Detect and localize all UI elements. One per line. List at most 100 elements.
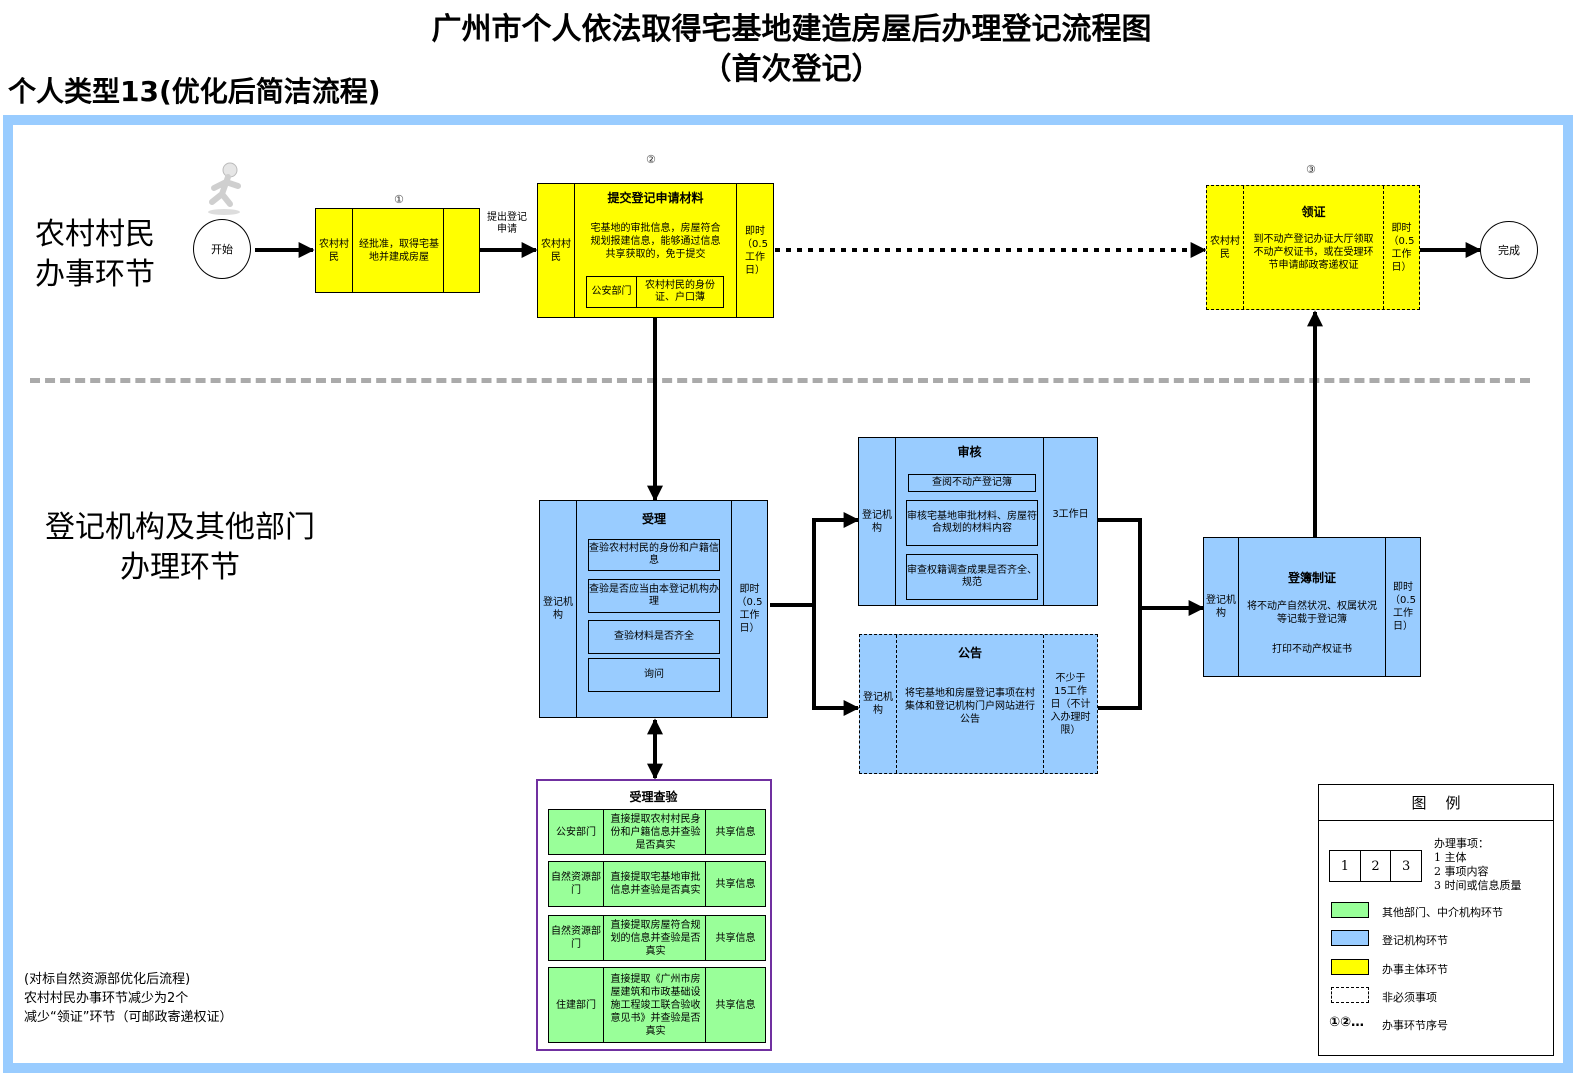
register-content2: 打印不动产权证书 <box>1272 644 1352 655</box>
accept-subject: 登记机构 <box>540 501 577 717</box>
verify-share: 共享信息 <box>705 862 765 906</box>
verify-item: 直接提取农村村民身份和户籍信息并查验是否真实 <box>610 813 701 851</box>
accept-item: 查验材料是否齐全 <box>588 620 720 654</box>
step3-box: 农村村民 领证 到不动产登记办证大厅领取不动产权证书，或在受理环节申请邮政寄递权… <box>1206 185 1420 310</box>
page-title: 广州市个人依法取得宅基地建造房屋后办理登记流程图 <box>431 12 1152 47</box>
step3-time: 即时（0.5工作日） <box>1383 186 1419 309</box>
page-subtitle: 个人类型13(优化后简洁流程) <box>8 75 381 108</box>
review-item: 审查权籍调查成果是否齐全、规范 <box>906 554 1038 600</box>
legend-swatch-green <box>1331 902 1369 918</box>
review-item: 查阅不动产登记簿 <box>908 474 1036 492</box>
legend-swatch-dashed <box>1331 987 1369 1003</box>
legend-sample-box: 1 2 3 <box>1329 850 1422 882</box>
review-time: 3工作日 <box>1043 438 1097 605</box>
legend-seq-symbol: ①②… <box>1329 1015 1365 1030</box>
notice-subject: 登记机构 <box>860 635 897 773</box>
accept-box: 登记机构 受理 查验农村村民的身份和户籍信息 查验是否应当由本登记机构办理 查验… <box>539 500 768 718</box>
start-node: 开始 <box>193 219 251 279</box>
register-title: 登簿制证 <box>1287 571 1336 585</box>
step2-subject: 农村村民 <box>538 184 575 317</box>
review-subject: 登记机构 <box>859 438 896 605</box>
lane-label-bottom: 登记机构及其他部门 办理环节 <box>30 508 330 588</box>
legend-swatch-blue <box>1331 930 1369 946</box>
lane-top-line1: 农村村民 <box>35 217 155 252</box>
step2-content: 宅基地的审批信息，房屋符合规划报建信息，能够通过信息共享获取的，免于提交 <box>590 223 721 260</box>
step2-number: ② <box>646 153 656 166</box>
notice-box: 登记机构 公告 将宅基地和房屋登记事项在村集体和登记机构门户网站进行公告 不少于… <box>859 634 1098 774</box>
verify-dept: 自然资源部门 <box>549 862 604 906</box>
legend-cell: 3 <box>1402 858 1411 874</box>
legend-cell: 2 <box>1361 851 1392 881</box>
legend-items-title: 办理事项： <box>1434 837 1489 850</box>
verify-row: 自然资源部门 直接提取房屋符合规划的信息并查验是否真实 共享信息 <box>548 915 766 961</box>
verify-item: 直接提取房屋符合规划的信息并查验是否真实 <box>610 919 701 957</box>
accept-item: 询问 <box>588 658 720 692</box>
step1-content: 经批准，取得宅基地并建成房屋 <box>359 238 439 263</box>
legend-cell: 1 <box>1330 851 1361 881</box>
verify-dept: 住建部门 <box>549 968 604 1042</box>
verify-row: 公安部门 直接提取农村村民身份和户籍信息并查验是否真实 共享信息 <box>548 809 766 855</box>
notice-title: 公告 <box>957 646 982 660</box>
register-time: 即时（0.5工作日） <box>1385 538 1420 676</box>
verify-share: 共享信息 <box>705 916 765 960</box>
footnote-line: 减少“领证”环节（可邮政寄递权证） <box>24 1010 233 1025</box>
merge-line <box>1098 518 1142 710</box>
verify-dept: 公安部门 <box>549 810 604 854</box>
legend-title: 图 例 <box>1319 785 1553 821</box>
legend-label-green: 其他部门、中介机构环节 <box>1382 906 1503 919</box>
step2-dept-table: 公安部门 农村村民的身份证、户口薄 <box>586 276 724 308</box>
lane-bottom-line2: 办理环节 <box>120 550 240 585</box>
accept-title: 受理 <box>641 512 666 526</box>
legend-item: 1 主体 <box>1434 851 1467 864</box>
legend-label-dashed: 非必须事项 <box>1382 991 1437 1004</box>
lane-bottom-line1: 登记机构及其他部门 <box>45 510 315 545</box>
step1-number: ① <box>394 193 404 206</box>
step2-box: 农村村民 提交登记申请材料 宅基地的审批信息，房屋符合规划报建信息，能够通过信息… <box>537 183 774 318</box>
step1-subject: 农村村民 <box>316 209 353 292</box>
verify-panel: 受理查验 公安部门 直接提取农村村民身份和户籍信息并查验是否真实 共享信息 自然… <box>536 779 772 1051</box>
step1-time <box>443 209 479 292</box>
lane-divider <box>30 378 1530 383</box>
legend-swatch-yellow <box>1331 959 1369 975</box>
step3-subject: 农村村民 <box>1207 186 1244 309</box>
step1-box: 农村村民 经批准，取得宅基地并建成房屋 <box>315 208 480 293</box>
step2-dept: 公安部门 <box>587 277 637 307</box>
verify-item: 直接提取《广州市房屋建筑和市政基础设施工程竣工联合验收意见书》并查验是否真实 <box>610 973 701 1037</box>
verify-title: 受理查验 <box>629 790 678 804</box>
register-subject: 登记机构 <box>1204 538 1239 676</box>
verify-item: 直接提取宅基地审批信息并查验是否真实 <box>610 872 701 896</box>
apply-label: 提出登记申请 <box>487 212 527 235</box>
notice-content: 将宅基地和房屋登记事项在村集体和登记机构门户网站进行公告 <box>905 688 1035 725</box>
end-node: 完成 <box>1480 221 1538 279</box>
page-title-sub: （首次登记） <box>701 52 882 87</box>
legend-item: 3 时间或信息质量 <box>1434 879 1522 892</box>
step2-title: 提交登记申请材料 <box>607 191 704 205</box>
step3-number: ③ <box>1306 163 1316 176</box>
footnote-line: 农村村民办事环节减少为2个 <box>24 991 189 1006</box>
footnote-line: (对标自然资源部优化后流程) <box>24 972 191 987</box>
verify-share: 共享信息 <box>705 968 765 1042</box>
accept-item: 查验是否应当由本登记机构办理 <box>588 579 720 613</box>
runner-icon <box>208 162 241 215</box>
step2-dept-item: 农村村民的身份证、户口薄 <box>645 280 715 303</box>
legend-item: 2 事项内容 <box>1434 865 1489 878</box>
legend-label-seq: 办事环节序号 <box>1382 1019 1448 1032</box>
notice-time: 不少于15工作日（不计入办理时限） <box>1043 635 1097 773</box>
arrow-accept-notice <box>812 605 860 716</box>
accept-time: 即时（0.5工作日） <box>731 501 767 717</box>
verify-row: 自然资源部门 直接提取宅基地审批信息并查验是否真实 共享信息 <box>548 861 766 907</box>
register-box: 登记机构 登簿制证 将不动产自然状况、权属状况等记载于登记簿 打印不动产权证书 … <box>1203 537 1421 677</box>
arrow-accept-review <box>770 512 860 607</box>
review-box: 登记机构 审核 查阅不动产登记簿 审核宅基地审批材料、房屋符合规划的材料内容 审… <box>858 437 1098 606</box>
step3-content: 到不动产登记办证大厅领取不动产权证书，或在受理环节申请邮政寄递权证 <box>1253 234 1374 271</box>
lane-label-top: 农村村民 办事环节 <box>20 215 170 295</box>
review-item: 审核宅基地审批材料、房屋符合规划的材料内容 <box>906 500 1038 546</box>
step2-time: 即时（0.5工作日） <box>736 184 773 317</box>
register-content: 将不动产自然状况、权属状况等记载于登记簿 <box>1247 601 1377 625</box>
legend-label-blue: 登记机构环节 <box>1382 934 1448 947</box>
lane-top-line2: 办事环节 <box>35 257 155 292</box>
footnote: (对标自然资源部优化后流程) 农村村民办事环节减少为2个 减少“领证”环节（可邮… <box>24 970 444 1027</box>
review-title: 审核 <box>957 445 982 459</box>
legend-label-yellow: 办事主体环节 <box>1382 963 1448 976</box>
